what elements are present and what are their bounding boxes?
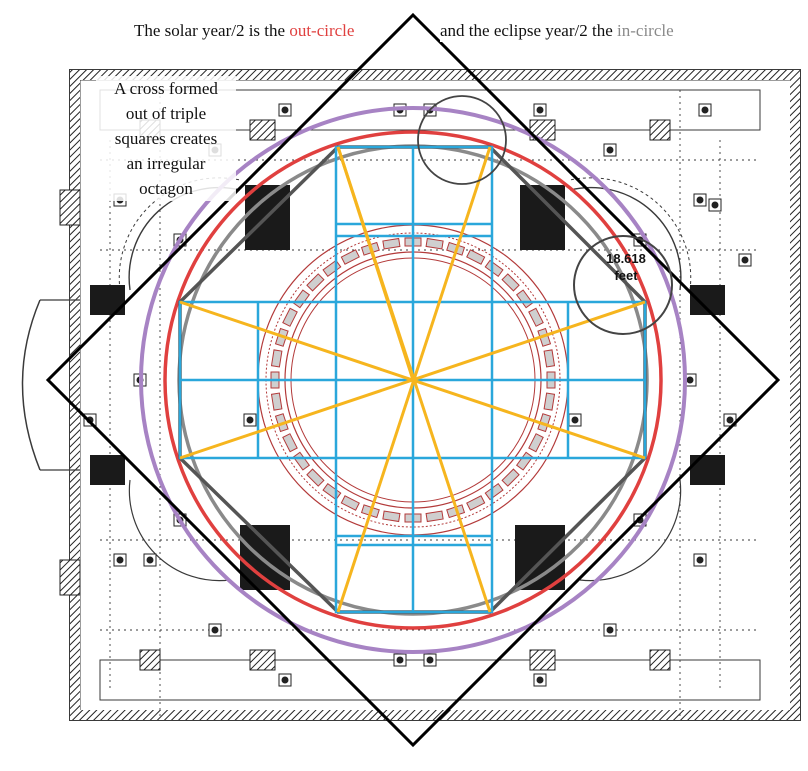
column-dot	[701, 106, 709, 114]
column-dot	[281, 106, 289, 114]
column-dot	[606, 146, 614, 154]
side-note-line: out of triple	[125, 104, 207, 123]
dome-window	[484, 259, 504, 278]
side-note-line: A cross formed	[114, 79, 218, 98]
geometric-overlay	[45, 12, 781, 748]
column-dot	[281, 676, 289, 684]
dome-window	[425, 237, 444, 250]
dome-window	[270, 349, 283, 368]
column-dot	[211, 626, 219, 634]
measurement-value: 18.618	[606, 251, 646, 266]
dome-window	[382, 237, 401, 250]
dome-window	[515, 289, 534, 309]
dome-window	[282, 433, 298, 453]
column-dot	[741, 256, 749, 264]
measurement-label: 18.618 feet	[586, 250, 666, 284]
dome-window	[543, 349, 556, 368]
dome-window	[306, 273, 325, 292]
dome-window	[466, 495, 486, 511]
dome-window	[282, 307, 298, 327]
dome-window	[528, 307, 544, 327]
side-note-line: squares creates	[114, 129, 218, 148]
dome-window	[292, 289, 311, 309]
dome-window	[484, 482, 504, 501]
column-dot	[696, 556, 704, 564]
outer-circle	[139, 106, 687, 654]
caption-solar-year: The solar year/2 is the out-circle	[134, 20, 355, 42]
out-circle	[163, 130, 663, 630]
column-dot	[696, 196, 704, 204]
column-dot	[536, 106, 544, 114]
measurement-unit: feet	[614, 268, 638, 283]
column-dot	[116, 556, 124, 564]
dome-window	[340, 495, 360, 511]
dome-window	[425, 510, 444, 523]
dome-window	[466, 249, 486, 265]
dome-window	[322, 259, 342, 278]
dome-window	[515, 451, 534, 471]
column-dot	[426, 656, 434, 664]
column-dot	[246, 416, 254, 424]
caption-solar-prefix: The solar year/2 is the	[134, 21, 290, 40]
measure-circle	[573, 235, 673, 335]
column-dot	[606, 626, 614, 634]
dome-window	[501, 273, 520, 292]
side-note-line: an irregular	[126, 154, 206, 173]
column-dot	[396, 656, 404, 664]
dome-window	[322, 482, 342, 501]
column-dot	[146, 556, 154, 564]
column-dot	[686, 376, 694, 384]
dome-window	[382, 510, 401, 523]
dome-window	[543, 392, 556, 411]
column-dot	[536, 676, 544, 684]
dome-window	[528, 433, 544, 453]
diamond-square	[45, 12, 781, 748]
column-dot	[711, 201, 719, 209]
caption-eclipse-year: and the eclipse year/2 the in-circle	[440, 20, 674, 42]
side-note-line: octagon	[139, 179, 193, 198]
caption-eclipse-prefix: and the eclipse year/2 the	[440, 21, 618, 40]
dome-window	[292, 451, 311, 471]
dome-window	[501, 468, 520, 487]
dome-window	[270, 392, 283, 411]
side-note: A cross formed out of triple squares cre…	[96, 76, 236, 201]
caption-in-circle: in-circle	[617, 21, 674, 40]
dome-window	[306, 468, 325, 487]
corner-circle	[417, 95, 507, 185]
column-dot	[571, 416, 579, 424]
radial-rays	[179, 146, 646, 613]
column-dot	[726, 416, 734, 424]
dome-window	[340, 249, 360, 265]
caption-out-circle: out-circle	[289, 21, 355, 40]
